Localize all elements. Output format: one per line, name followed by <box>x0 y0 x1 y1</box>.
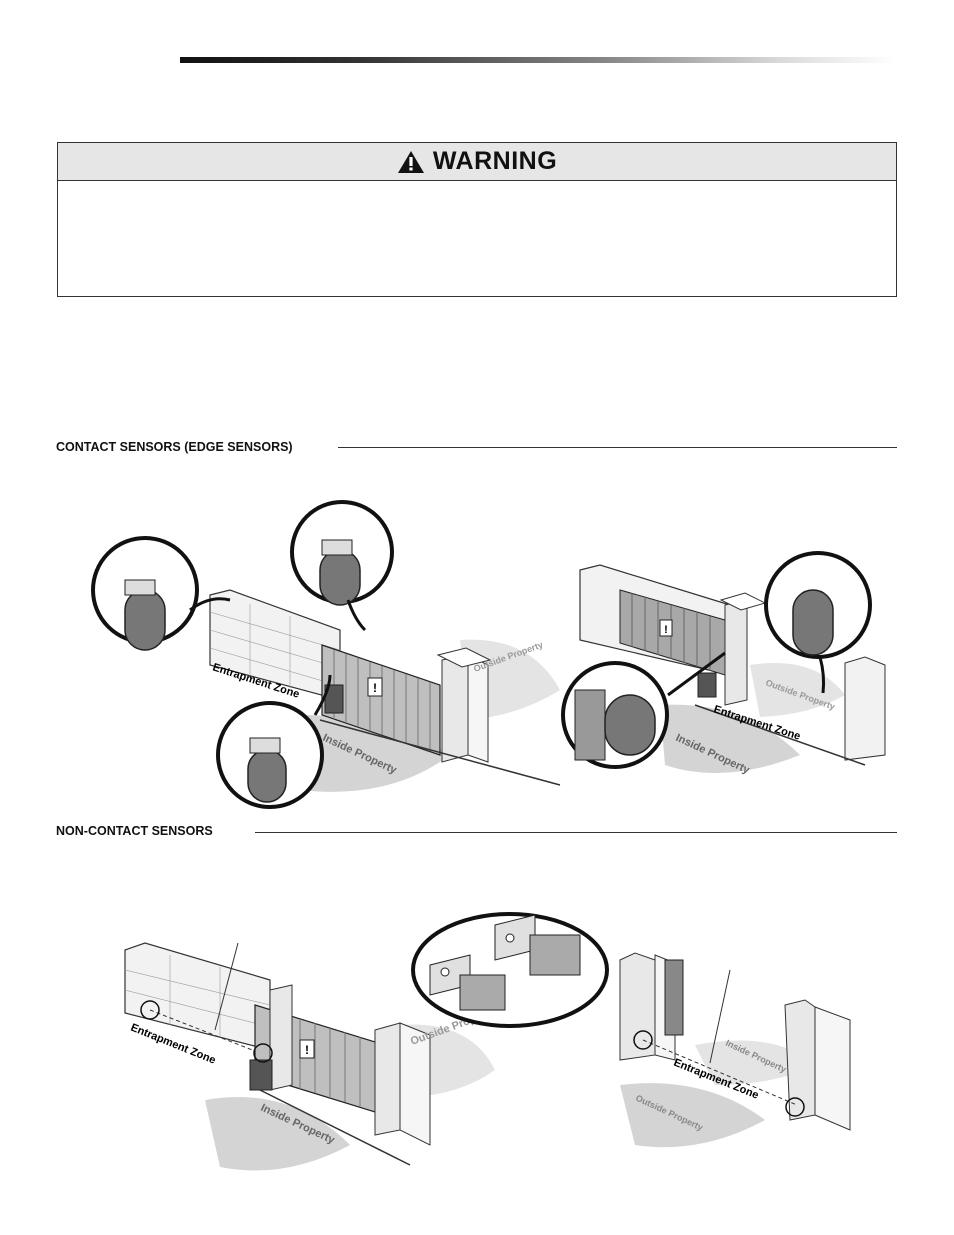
pillar <box>269 984 293 1091</box>
bracket-left <box>429 954 506 1011</box>
edge-sensor-callout-2 <box>290 500 394 606</box>
wall-bricks <box>124 955 271 1037</box>
contact-sensors-heading: CONTACT SENSORS (EDGE SENSORS) <box>56 440 293 454</box>
photo-eye-bracket-callout <box>411 912 609 1028</box>
warning-sign-mark: ! <box>305 1043 309 1057</box>
pillar-right <box>844 656 886 761</box>
gate-operator <box>249 1059 273 1091</box>
gate-track <box>319 719 561 786</box>
outside-property-zone <box>620 1083 765 1148</box>
edge-sensor-callout-3 <box>216 701 324 809</box>
photo-eye-beam <box>149 1009 261 1054</box>
gate-track <box>694 704 866 766</box>
contact-sensor-illustration-right: ! Entrapment Zone Inside Property Outsid… <box>561 551 886 777</box>
callout-arrow <box>313 674 332 716</box>
warning-sign <box>659 619 673 637</box>
photo-eye-sensor-icon <box>140 1000 160 1020</box>
warning-triangle-icon <box>397 150 424 173</box>
gate-operator <box>664 959 684 1036</box>
inside-property-zone <box>660 704 800 773</box>
warning-sign <box>299 1039 315 1059</box>
pillar-left <box>619 952 656 1061</box>
callout-arrow <box>346 599 367 632</box>
pillar-right-side <box>399 1022 431 1146</box>
photo-eye-sensor-icon <box>253 1043 273 1063</box>
warning-box: WARNING <box>57 142 897 297</box>
warning-sign-mark: ! <box>373 681 377 695</box>
pillar-right <box>784 999 816 1121</box>
non-contact-sensor-illustration-right: Entrapment Zone Inside Property Outside … <box>619 952 851 1148</box>
callout-arrow <box>818 656 826 694</box>
leader-line <box>214 942 239 1031</box>
gate-track <box>259 1089 411 1166</box>
warning-sign <box>367 677 383 697</box>
sliding-gate <box>321 644 441 756</box>
inside-property-zone <box>300 715 450 792</box>
non-contact-sensors-rule <box>255 832 897 833</box>
photo-eye-sensor-icon <box>785 1097 805 1117</box>
non-contact-sensors-heading: NON-CONTACT SENSORS <box>56 824 213 838</box>
callout-arrow <box>667 651 726 697</box>
pillar <box>441 654 469 763</box>
gate-operator <box>697 672 717 698</box>
wall-bricks <box>209 604 341 688</box>
outside-property-zone <box>750 663 845 717</box>
inside-property-zone <box>205 1097 350 1171</box>
leader-line <box>709 969 731 1064</box>
contact-sensors-rule <box>338 447 897 448</box>
pillar <box>724 599 748 706</box>
edge-sensor-callout-1 <box>91 536 199 651</box>
pillar-right <box>374 1022 401 1136</box>
warning-header: WARNING <box>58 143 896 181</box>
pillar-right-side <box>814 1006 851 1131</box>
photo-eye-sensor-icon <box>633 1030 653 1050</box>
warning-sign-mark: ! <box>664 624 668 636</box>
pillar-cap <box>436 647 492 668</box>
edge-sensor-callout-1 <box>764 551 872 659</box>
edge-sensor-callout-2 <box>561 661 669 769</box>
callout-arrow <box>189 597 231 612</box>
contact-sensor-illustration-left: ! Entrapment Zone Inside Property Outsid… <box>91 500 561 809</box>
bracket-right <box>494 914 581 976</box>
inside-property-zone <box>695 1040 815 1085</box>
warning-title: WARNING <box>432 147 558 175</box>
header-rule <box>180 57 896 63</box>
